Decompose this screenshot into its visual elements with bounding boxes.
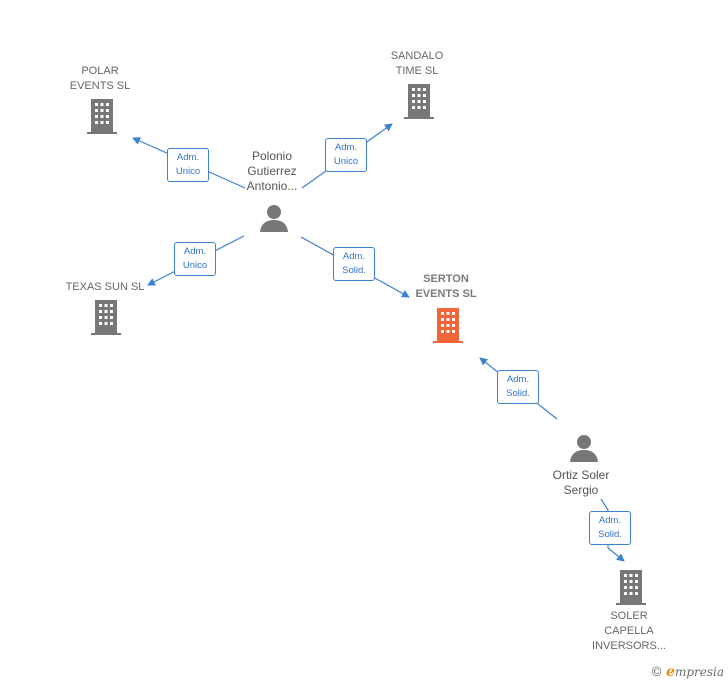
- node-soler-line1: SOLER: [610, 610, 648, 622]
- building-icon[interactable]: [404, 83, 434, 119]
- edge-label-line2: Unico: [182, 260, 208, 271]
- empresia-logo: ©empresia: [650, 664, 724, 680]
- node-soler-label[interactable]: SOLER CAPELLA INVERSORS...: [584, 609, 674, 654]
- node-sandalo-line2: TIME SL: [395, 65, 439, 77]
- edge-label-line2: Solid.: [598, 529, 622, 540]
- node-polar-line1: POLAR: [81, 65, 119, 77]
- building-icon[interactable]: [433, 307, 463, 343]
- node-soler-line2: CAPELLA: [604, 625, 654, 637]
- node-serton-line2: EVENTS SL: [415, 288, 477, 300]
- person-icon[interactable]: [259, 203, 289, 233]
- brand-name: mpresia: [674, 665, 724, 679]
- building-icon[interactable]: [87, 98, 117, 134]
- edge-label-line2: Solid.: [342, 265, 366, 276]
- brand-initial: e: [666, 664, 675, 680]
- node-sandalo-label[interactable]: SANDALO TIME SL: [377, 49, 457, 79]
- edge-label-line1: Adm.: [598, 515, 622, 526]
- edge-label-polonio-texas[interactable]: Adm. Unico: [174, 242, 216, 276]
- copyright-symbol: ©: [650, 665, 664, 680]
- edge-label-ortiz-soler[interactable]: Adm. Solid.: [589, 511, 631, 545]
- node-ortiz-label[interactable]: Ortiz Soler Sergio: [536, 468, 626, 498]
- node-texas-label[interactable]: TEXAS SUN SL: [55, 280, 155, 295]
- building-icon[interactable]: [616, 569, 646, 605]
- edge-label-line1: Adm.: [176, 152, 200, 163]
- edge-label-polonio-sandalo[interactable]: Adm. Unico: [325, 138, 367, 172]
- node-ortiz-line1: Ortiz Soler: [552, 468, 610, 482]
- node-polar-line2: EVENTS SL: [69, 80, 131, 92]
- edge-label-line1: Adm.: [183, 246, 207, 257]
- building-icon[interactable]: [91, 299, 121, 335]
- node-polonio-line2: Gutierrez: [247, 164, 297, 178]
- node-serton-label[interactable]: SERTON EVENTS SL: [401, 272, 491, 302]
- edge-label-polonio-serton[interactable]: Adm. Solid.: [333, 247, 375, 281]
- node-polar-label[interactable]: POLAR EVENTS SL: [60, 64, 140, 94]
- node-serton-line1: SERTON: [423, 273, 469, 285]
- node-ortiz-line2: Sergio: [563, 483, 599, 497]
- edge-label-line1: Adm.: [506, 374, 530, 385]
- node-soler-line3: INVERSORS...: [592, 640, 666, 652]
- node-texas-line1: TEXAS SUN SL: [65, 281, 145, 293]
- edge-label-ortiz-serton[interactable]: Adm. Solid.: [497, 370, 539, 404]
- node-polonio-line1: Polonio: [251, 149, 293, 163]
- node-sandalo-line1: SANDALO: [390, 50, 444, 62]
- node-polonio-label[interactable]: Polonio Gutierrez Antonio...: [232, 149, 312, 194]
- edge-label-line1: Adm.: [334, 142, 358, 153]
- edge-label-line2: Solid.: [506, 388, 530, 399]
- node-polonio-line3: Antonio...: [246, 179, 298, 193]
- edge-label-polonio-polar[interactable]: Adm. Unico: [167, 148, 209, 182]
- edge-label-line1: Adm.: [342, 251, 366, 262]
- edge-label-line2: Unico: [333, 156, 359, 167]
- edge-label-line2: Unico: [175, 166, 201, 177]
- person-icon[interactable]: [569, 433, 599, 463]
